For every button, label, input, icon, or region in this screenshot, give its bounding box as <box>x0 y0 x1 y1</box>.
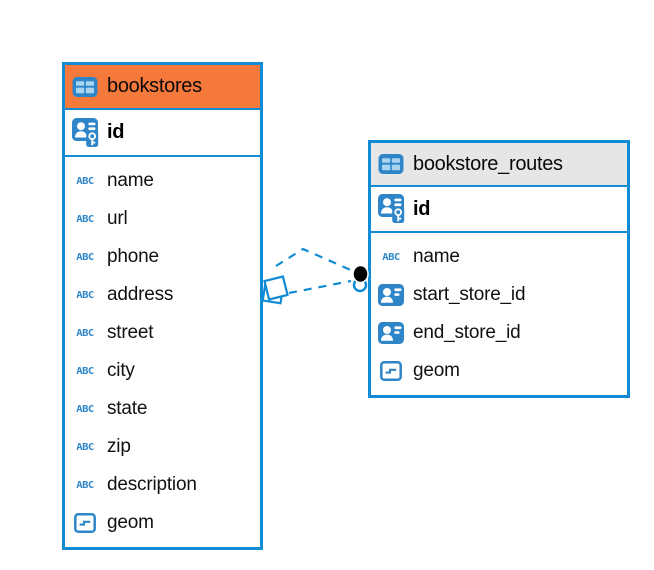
relationship-line-upper[interactable] <box>275 247 354 273</box>
column-row[interactable]: ABC city <box>65 352 260 390</box>
text-type-icon: ABC <box>382 251 400 263</box>
column-label: address <box>107 284 174 305</box>
column-label: state <box>107 398 148 419</box>
entity-bookstores-header[interactable]: bookstores <box>65 65 260 110</box>
column-label: end_store_id <box>413 322 521 343</box>
relationship-endpoint-dot[interactable] <box>352 264 369 293</box>
text-type-icon: ABC <box>76 251 94 263</box>
text-type-icon: ABC <box>76 289 94 301</box>
column-list: ABC name ABC url ABC phone ABC address A… <box>65 157 260 547</box>
table-icon <box>71 76 99 98</box>
column-label: phone <box>107 246 159 267</box>
column-label: geom <box>413 360 460 381</box>
column-row[interactable]: ABC url <box>65 200 260 238</box>
column-row[interactable]: ABC state <box>65 390 260 428</box>
column-label: street <box>107 322 154 343</box>
relationship-line-lower[interactable] <box>288 279 352 295</box>
text-type-icon: ABC <box>76 327 94 339</box>
column-row[interactable]: ABC description <box>65 466 260 504</box>
column-row-pk[interactable]: id <box>65 110 260 157</box>
column-row-pk[interactable]: id <box>371 187 627 233</box>
column-label: name <box>413 246 460 267</box>
entity-bookstores[interactable]: bookstores id ABC name ABC url ABC phone… <box>62 62 263 550</box>
text-type-icon: ABC <box>76 213 94 225</box>
column-label: url <box>107 208 128 229</box>
relationship-diamond-handle[interactable] <box>261 275 289 305</box>
geometry-type-icon <box>71 513 99 533</box>
table-icon <box>377 153 405 175</box>
column-label: geom <box>107 512 154 533</box>
geometry-type-icon <box>377 361 405 381</box>
primary-key-icon <box>377 194 405 224</box>
entity-bookstore-routes[interactable]: bookstore_routes id ABC name start_store… <box>368 140 630 398</box>
column-row[interactable]: ABC zip <box>65 428 260 466</box>
entity-bookstore-routes-header[interactable]: bookstore_routes <box>371 143 627 187</box>
column-row[interactable]: ABC address <box>65 276 260 314</box>
column-row[interactable]: ABC name <box>65 162 260 200</box>
column-row[interactable]: ABC name <box>371 238 627 276</box>
primary-key-icon <box>71 117 99 148</box>
text-type-icon: ABC <box>76 479 94 491</box>
foreign-key-icon <box>377 322 405 344</box>
column-row[interactable]: geom <box>371 352 627 390</box>
column-row[interactable]: geom <box>65 504 260 542</box>
column-label: city <box>107 360 135 381</box>
column-row[interactable]: end_store_id <box>371 314 627 352</box>
column-label: id <box>413 197 431 220</box>
text-type-icon: ABC <box>76 441 94 453</box>
entity-title: bookstore_routes <box>413 152 563 175</box>
column-label: zip <box>107 436 131 457</box>
text-type-icon: ABC <box>76 365 94 377</box>
text-type-icon: ABC <box>76 403 94 415</box>
column-label: description <box>107 474 197 495</box>
column-row[interactable]: ABC phone <box>65 238 260 276</box>
column-list: ABC name start_store_id end_store_id ge <box>371 233 627 395</box>
entity-title: bookstores <box>107 75 202 97</box>
column-row[interactable]: start_store_id <box>371 276 627 314</box>
column-row[interactable]: ABC street <box>65 314 260 352</box>
foreign-key-icon <box>377 284 405 306</box>
column-label: name <box>107 170 154 191</box>
column-label: id <box>107 121 125 143</box>
text-type-icon: ABC <box>76 175 94 187</box>
column-label: start_store_id <box>413 284 526 305</box>
